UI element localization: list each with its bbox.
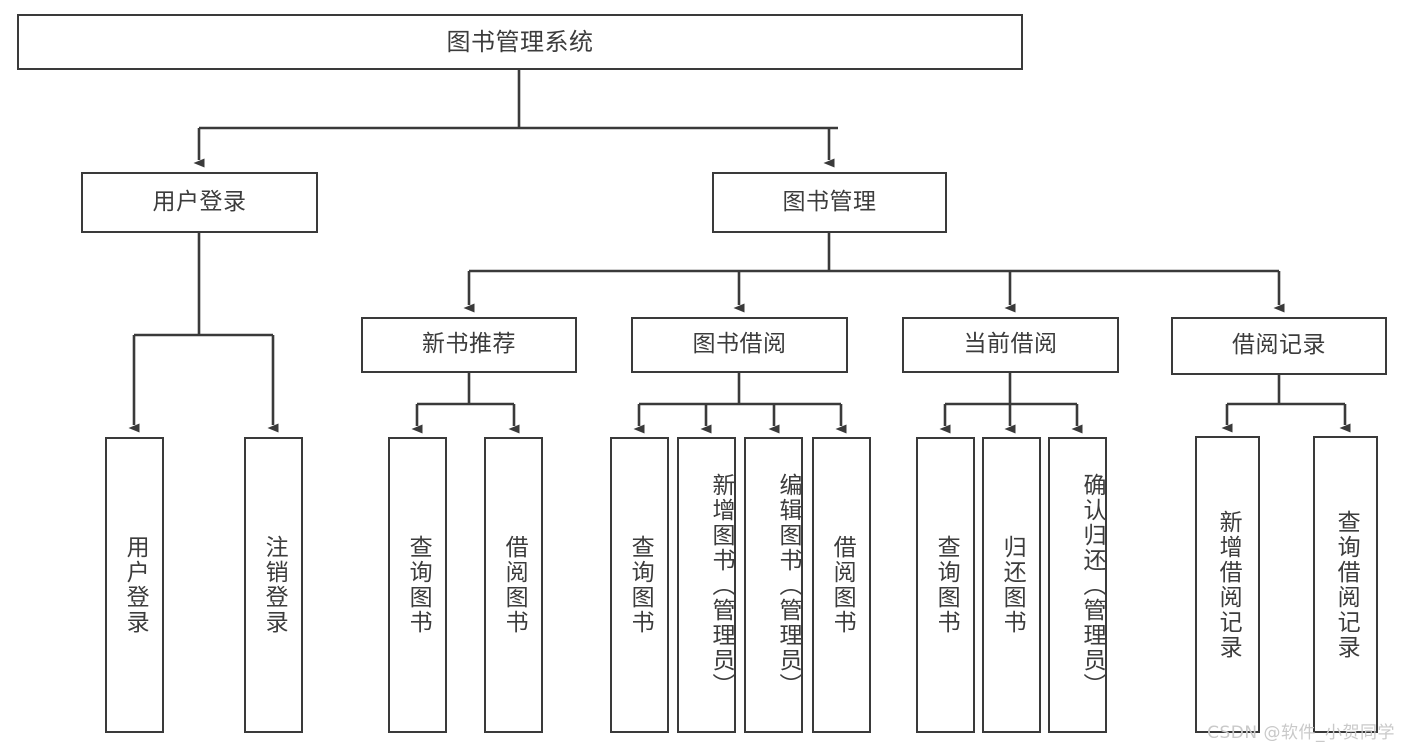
leaf-query-book-current[interactable]: 查询图书 <box>916 437 975 733</box>
leaf-user-login[interactable]: 用户登录 <box>105 437 164 733</box>
leaf-logout-login[interactable]: 注销登录 <box>244 437 303 733</box>
node-label: 图书管理系统 <box>446 27 594 56</box>
node-new-book-recommend[interactable]: 新书推荐 <box>361 317 577 373</box>
node-label: 用户登录 <box>122 535 149 635</box>
leaf-borrow-book-borrow[interactable]: 借阅图书 <box>812 437 871 733</box>
node-label: 新书推荐 <box>422 331 516 358</box>
leaf-return-book[interactable]: 归还图书 <box>982 437 1041 733</box>
leaf-add-book-admin[interactable]: 新增图书（管理员） <box>677 437 736 733</box>
node-borrow-record[interactable]: 借阅记录 <box>1171 317 1387 375</box>
node-label: 查询图书 <box>933 535 960 635</box>
node-label: 注销登录 <box>261 535 288 635</box>
node-label: 当前借阅 <box>963 331 1058 358</box>
leaf-query-book-new-rec[interactable]: 查询图书 <box>388 437 447 733</box>
node-label: 图书借阅 <box>692 331 787 358</box>
node-book-management[interactable]: 图书管理 <box>712 172 947 233</box>
node-label: 借阅记录 <box>1232 332 1326 359</box>
node-current-borrow[interactable]: 当前借阅 <box>902 317 1119 373</box>
node-label: 查询图书 <box>627 535 654 635</box>
leaf-borrow-book-new-rec[interactable]: 借阅图书 <box>484 437 543 733</box>
node-label: 新增借阅记录 <box>1215 509 1242 660</box>
node-label: 借阅图书 <box>501 535 528 635</box>
node-book-borrow[interactable]: 图书借阅 <box>631 317 848 373</box>
node-label: 归还图书 <box>999 535 1026 635</box>
leaf-edit-book-admin[interactable]: 编辑图书（管理员） <box>744 437 803 733</box>
node-label: 编辑图书（管理员） <box>775 472 801 698</box>
node-label: 用户登录 <box>152 188 247 215</box>
csdn-watermark: CSDN @软件_小贺同学 <box>1207 723 1395 743</box>
leaf-query-book-borrow[interactable]: 查询图书 <box>610 437 669 733</box>
leaf-confirm-return-admin[interactable]: 确认归还（管理员） <box>1048 437 1107 733</box>
leaf-query-borrow-record[interactable]: 查询借阅记录 <box>1313 436 1378 733</box>
node-label: 确认归还（管理员） <box>1079 472 1105 698</box>
node-label: 借阅图书 <box>829 535 856 635</box>
node-label: 图书管理 <box>782 188 877 215</box>
leaf-add-borrow-record[interactable]: 新增借阅记录 <box>1195 436 1260 733</box>
node-user-login[interactable]: 用户登录 <box>81 172 318 233</box>
node-label: 新增图书（管理员） <box>708 472 734 698</box>
node-label: 查询借阅记录 <box>1333 509 1360 660</box>
node-root-book-management-system[interactable]: 图书管理系统 <box>17 14 1023 70</box>
node-label: 查询图书 <box>405 535 432 635</box>
